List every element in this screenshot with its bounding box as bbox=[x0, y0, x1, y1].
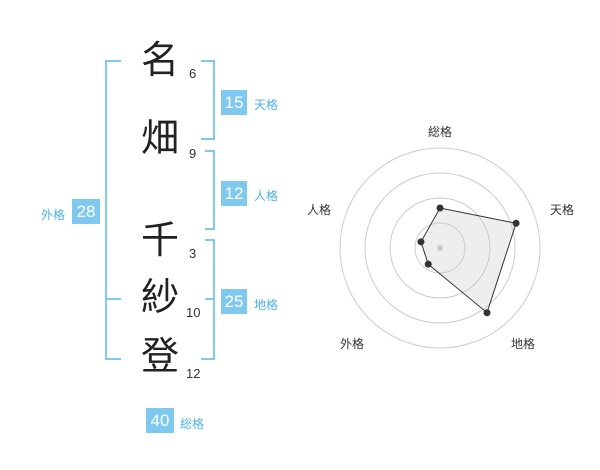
radar-label-soukaku: 総格 bbox=[428, 125, 453, 139]
radar-label-chikaku: 地格 bbox=[511, 337, 536, 351]
soukaku-label: 総格 bbox=[180, 417, 205, 431]
radar-ring bbox=[339, 147, 541, 349]
name-char-1: 名 bbox=[140, 38, 179, 82]
outer-bracket-bottom bbox=[105, 358, 121, 360]
chikaku-bracket-bottom bbox=[201, 358, 215, 360]
stroke-count-2: 9 bbox=[189, 146, 197, 161]
radar-point-4 bbox=[424, 260, 432, 268]
tenkaku-bracket-vertical bbox=[213, 60, 215, 140]
radar-point-2 bbox=[512, 219, 520, 227]
stroke-count-3: 3 bbox=[189, 246, 197, 261]
name-char-2: 畑 bbox=[140, 116, 179, 160]
jinkaku-bracket-bottom bbox=[205, 228, 215, 230]
jinkaku-bracket-top bbox=[205, 150, 215, 152]
tenkaku-label: 天格 bbox=[254, 98, 279, 112]
gaikaku-label: 外格 bbox=[41, 208, 66, 222]
tenkaku-value-box: 15 bbox=[221, 90, 247, 115]
radar-label-jinkaku: 人格 bbox=[307, 203, 332, 217]
radar-ring bbox=[364, 172, 516, 324]
radar-ring bbox=[389, 197, 491, 299]
stroke-count-4: 10 bbox=[186, 305, 201, 320]
radar-center bbox=[437, 245, 443, 251]
radar-label-gaikaku: 外格 bbox=[340, 337, 365, 351]
outer-bracket-mid bbox=[105, 298, 121, 300]
chikaku-value-box: 25 bbox=[221, 289, 247, 314]
radar-series-polygon bbox=[420, 207, 517, 314]
gaikaku-value-box: 28 bbox=[72, 199, 100, 224]
stroke-count-5: 12 bbox=[186, 366, 201, 381]
chikaku-label: 地格 bbox=[254, 298, 279, 312]
outer-bracket-vertical bbox=[105, 60, 107, 360]
tenkaku-bracket-top bbox=[201, 60, 215, 62]
stroke-count-1: 6 bbox=[189, 66, 197, 81]
jinkaku-bracket-vertical bbox=[213, 150, 215, 230]
radar-point-1 bbox=[436, 204, 444, 212]
jinkaku-label: 人格 bbox=[254, 189, 279, 203]
chikaku-bracket-mid bbox=[205, 298, 215, 300]
outer-bracket-top bbox=[105, 60, 121, 62]
name-char-5: 登 bbox=[140, 334, 179, 378]
name-char-3: 千 bbox=[140, 218, 179, 262]
soukaku-value-box: 40 bbox=[146, 408, 174, 433]
radar-label-tenkaku: 天格 bbox=[550, 203, 575, 217]
radar-point-5 bbox=[417, 238, 425, 246]
tenkaku-bracket-bottom bbox=[201, 138, 215, 140]
jinkaku-value-box: 12 bbox=[221, 181, 247, 206]
radar-ring bbox=[414, 222, 466, 274]
radar-point-3 bbox=[483, 309, 491, 317]
chikaku-bracket-top bbox=[205, 239, 215, 241]
name-char-4: 紗 bbox=[140, 275, 179, 319]
